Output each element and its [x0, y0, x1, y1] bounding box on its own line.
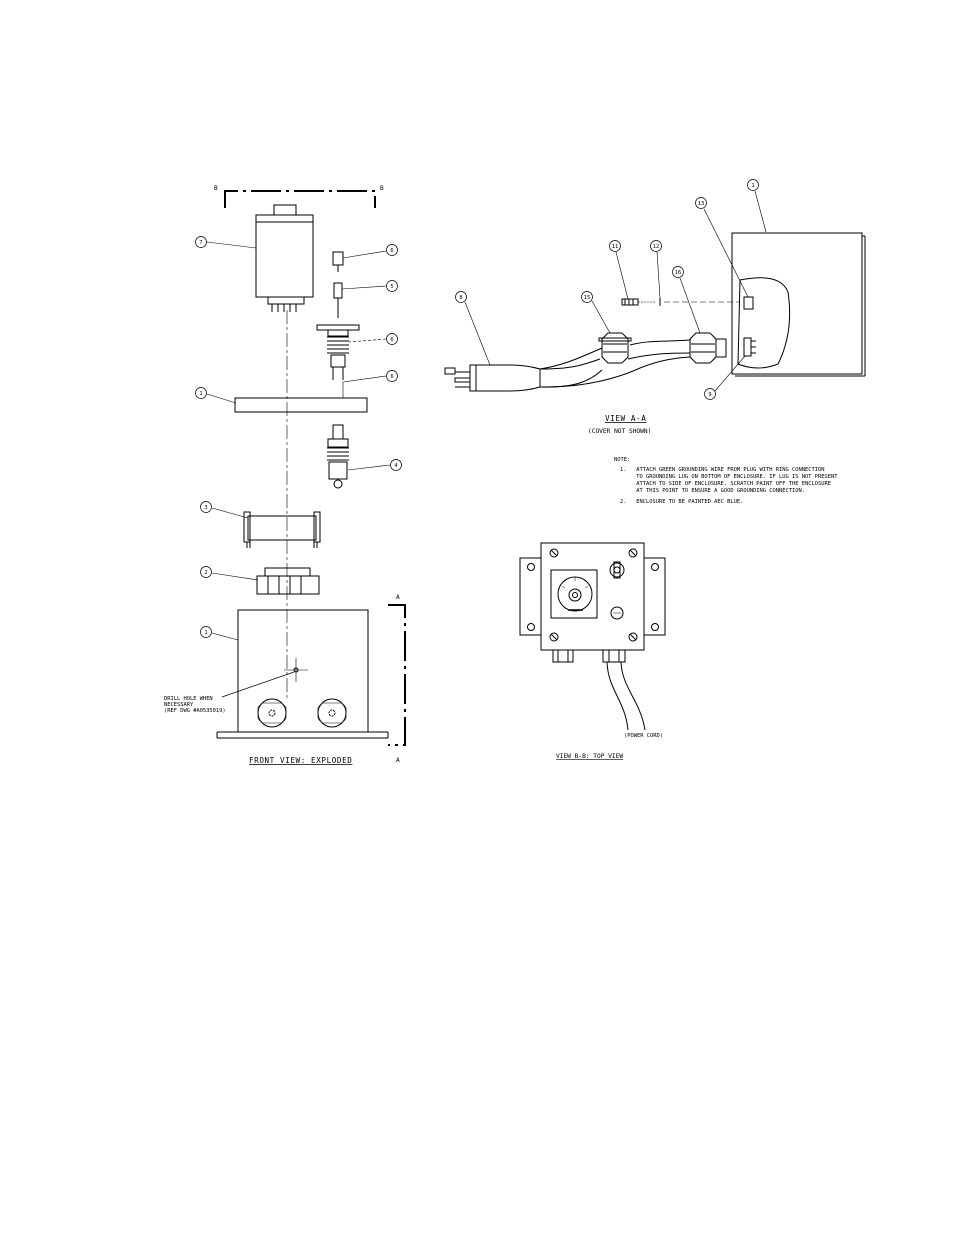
note-1-line-3: ATTACH TO SIDE OF ENCLOSURE. SCRATCH PAI… [620, 481, 831, 487]
toggle-top [609, 561, 625, 579]
svg-text:7: 7 [199, 240, 202, 246]
notes-block: NOTE: 1. ATTACH GREEN GROUNDING WIRE FRO… [614, 457, 838, 505]
enclosure-side [731, 232, 866, 377]
svg-text:8: 8 [459, 295, 462, 301]
svg-text:2: 2 [204, 570, 207, 576]
section-mark-a-bottom: A [396, 757, 400, 764]
svg-text:16: 16 [675, 270, 682, 276]
timer-module [255, 204, 314, 312]
strain-relief-15 [598, 332, 632, 364]
balloon-sec-16: 16 [672, 266, 701, 334]
svg-text:9: 9 [708, 392, 711, 398]
ground-screw [621, 298, 740, 306]
cord-grips-top [552, 649, 626, 663]
top-view: (POWER CORD) VIEW B-B: TOP VIEW [519, 542, 666, 760]
lamp-top [610, 606, 624, 620]
fuse-cartridge [333, 282, 343, 318]
indicator-lamp [332, 251, 344, 272]
svg-text:6: 6 [390, 248, 393, 254]
balloon-4: 4 [347, 459, 402, 471]
cord-top [606, 661, 646, 731]
svg-text:5: 5 [390, 284, 393, 290]
svg-text:12: 12 [653, 244, 660, 250]
balloon-6-holder: 6 [348, 333, 398, 345]
drill-note-line-3: (REF DWG #A0535019) [164, 708, 226, 714]
svg-text:15: 15 [584, 295, 591, 301]
note-1-line-1: 1. ATTACH GREEN GROUNDING WIRE FROM PLUG… [620, 467, 824, 473]
drill-note: DRILL HOLE WHEN NECESSARY (REF DWG #A053… [164, 671, 295, 714]
front-balloons: 7 6 5 6 6 [195, 236, 402, 641]
balloon-2: 2 [200, 566, 259, 581]
section-view-subtitle: (COVER NOT SHOWN) [588, 428, 651, 435]
balloon-sec-15: 15 [581, 291, 611, 334]
enclosure-top [519, 542, 666, 651]
toggle-switch [327, 424, 349, 489]
balloon-sec-9: 9 [704, 355, 746, 400]
section-line-b: B B [214, 185, 384, 208]
section-balloons: 1 13 11 12 16 [455, 179, 767, 400]
note-1-line-2: TO GROUNDING LUG ON BOTTOM OF ENCLOSURE.… [620, 474, 838, 480]
svg-text:6: 6 [390, 374, 393, 380]
connector-plug [256, 567, 320, 595]
balloon-sec-1: 1 [747, 179, 767, 233]
note-2: 2. ENCLOSURE TO BE PAINTED AEC BLUE. [620, 499, 743, 505]
balloon-7: 7 [195, 236, 257, 249]
strain-relief-16 [689, 332, 727, 364]
note-1-line-4: AT THIS POINT TO ENSURE A GOOD GROUNDING… [620, 488, 805, 494]
top-view-title: VIEW B-B: TOP VIEW [556, 753, 623, 760]
svg-text:4: 4 [394, 463, 397, 469]
front-view: B B [164, 185, 406, 765]
balloon-6-lamp: 6 [342, 244, 398, 259]
section-mark-b-right: B [380, 185, 384, 192]
balloon-sec-11: 11 [609, 240, 629, 300]
notes-header: NOTE: [614, 457, 630, 463]
balloon-1-enclosure: 1 [200, 626, 239, 641]
timer-dial [550, 569, 598, 619]
power-plug [444, 364, 541, 392]
power-cord [539, 339, 691, 388]
fuse-holder [316, 324, 360, 380]
balloon-5: 5 [341, 280, 398, 292]
balloon-sec-12: 12 [650, 240, 662, 299]
section-view: 1 13 11 12 16 [444, 179, 866, 505]
balloon-1-plate: 1 [195, 387, 237, 404]
svg-text:1: 1 [751, 183, 754, 189]
svg-text:11: 11 [612, 244, 619, 250]
socket-base [243, 511, 321, 548]
section-view-title: VIEW A-A [605, 414, 646, 423]
svg-text:3: 3 [204, 505, 207, 511]
section-line-a: A A [388, 594, 406, 764]
balloon-sec-8: 8 [455, 291, 491, 366]
balloon-6-terminal: 6 [342, 370, 398, 398]
mounting-plate [234, 397, 368, 413]
balloon-3: 3 [200, 501, 249, 519]
front-view-title: FRONT VIEW: EXPLODED [249, 756, 352, 765]
svg-text:6: 6 [390, 337, 393, 343]
enclosure-front [216, 609, 389, 739]
svg-text:13: 13 [698, 201, 705, 207]
cord-label: (POWER CORD) [624, 733, 663, 739]
balloon-sec-13: 13 [695, 197, 749, 298]
drill-note-line-1: DRILL HOLE WHEN [164, 696, 213, 702]
svg-text:1: 1 [199, 391, 202, 397]
section-mark-b-left: B [214, 185, 218, 192]
svg-text:1: 1 [204, 630, 207, 636]
section-mark-a-top: A [396, 594, 400, 601]
drill-note-line-2: NECESSARY [164, 702, 194, 708]
